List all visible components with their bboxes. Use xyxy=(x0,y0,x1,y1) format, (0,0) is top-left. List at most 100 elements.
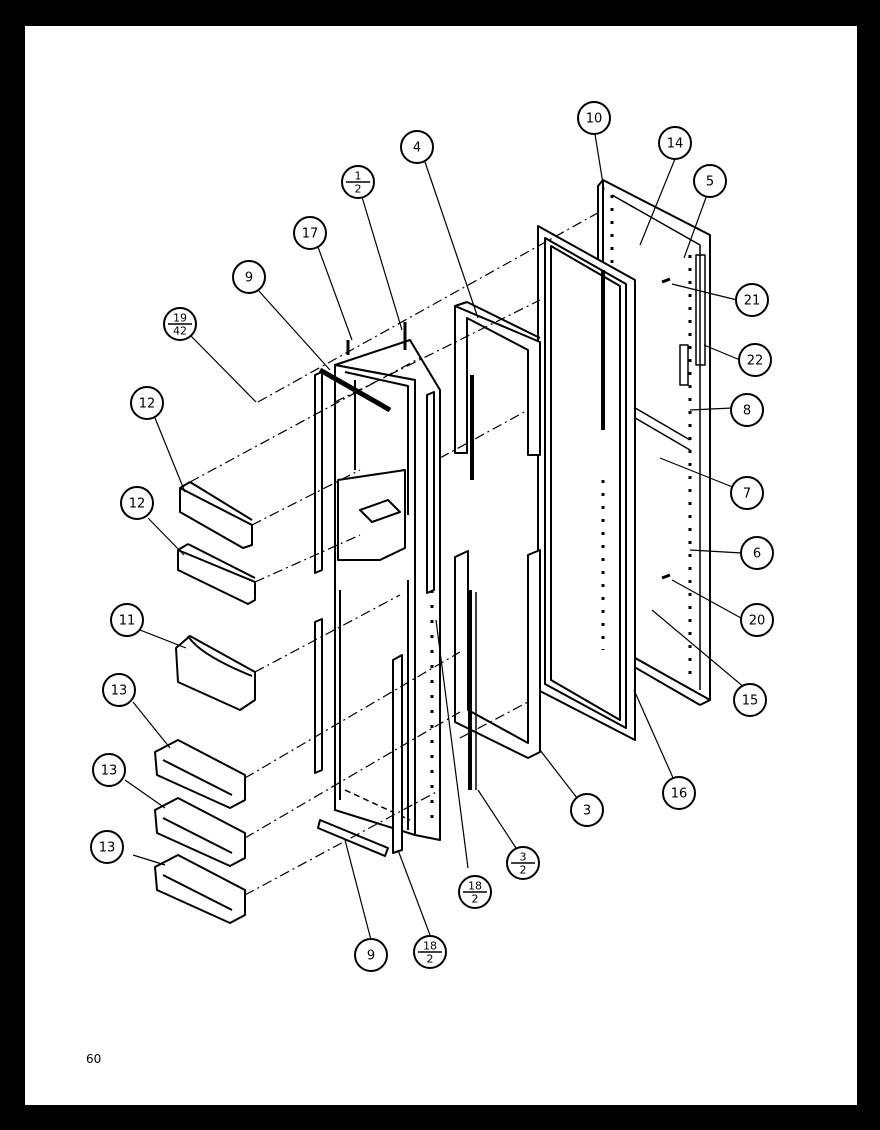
callout-denominator: 2 xyxy=(355,183,362,196)
callout-11: 11 xyxy=(110,603,144,637)
callout-label: 13 xyxy=(101,764,118,779)
callout-label: 8 xyxy=(743,404,751,419)
callout-circle xyxy=(130,386,164,420)
door-bin-13a xyxy=(154,739,246,809)
door-bin-12a xyxy=(179,481,253,549)
callout-10: 10 xyxy=(577,101,611,135)
door-bin-13b xyxy=(154,797,246,867)
callout-circle xyxy=(110,603,144,637)
assembly-lines xyxy=(189,209,604,896)
callout-3: 3 xyxy=(570,793,604,827)
callout-numerator: 19 xyxy=(173,312,187,325)
callout-circle xyxy=(662,776,696,810)
door-liner-lower xyxy=(454,549,541,790)
callout-17: 17 xyxy=(293,216,327,250)
callout-14: 14 xyxy=(658,126,692,160)
callout-circle xyxy=(400,130,434,164)
callout-circle xyxy=(730,476,764,510)
callout-6: 6 xyxy=(740,536,774,570)
callout-denominator: 2 xyxy=(472,893,479,906)
callout-circle xyxy=(293,216,327,250)
callout-circle xyxy=(102,673,136,707)
shelf-bar-top xyxy=(318,367,392,413)
callout-numerator: 18 xyxy=(468,880,482,893)
callout-label: 21 xyxy=(744,294,761,309)
callout-label: 16 xyxy=(671,787,688,802)
callout-7: 7 xyxy=(730,476,764,510)
callout-label: 17 xyxy=(302,227,319,242)
callout-numerator: 1 xyxy=(355,170,362,183)
callout-circle xyxy=(733,683,767,717)
callout-circle xyxy=(738,343,772,377)
callout-12-b: 12 xyxy=(120,486,154,520)
callout-label: 11 xyxy=(119,614,136,629)
callout-circle xyxy=(735,283,769,317)
callout-label: 12 xyxy=(139,397,156,412)
callout-denominator: 2 xyxy=(520,864,527,877)
callout-numerator: 18 xyxy=(423,940,437,953)
callout-4: 4 xyxy=(400,130,434,164)
door-bin-13c xyxy=(154,854,246,924)
callout-9-top: 9 xyxy=(232,260,266,294)
callout-label: 13 xyxy=(99,841,116,856)
leader-lines xyxy=(124,127,746,941)
callout-label: 4 xyxy=(413,141,421,156)
callout-12-a: 12 xyxy=(130,386,164,420)
inner-liner xyxy=(334,322,441,841)
callout-denominator: 2 xyxy=(427,953,434,966)
callout-circle xyxy=(232,260,266,294)
callout-label: 5 xyxy=(706,175,714,190)
callout-circle xyxy=(92,753,126,787)
callout-label: 9 xyxy=(245,271,253,286)
callout-20: 20 xyxy=(740,603,774,637)
callout-label: 14 xyxy=(667,137,684,152)
callout-16: 16 xyxy=(662,776,696,810)
callout-label: 12 xyxy=(129,497,146,512)
callout-circle xyxy=(740,603,774,637)
callout-22: 22 xyxy=(738,343,772,377)
door-bin-12b xyxy=(177,543,256,605)
callout-label: 13 xyxy=(111,684,128,699)
callout-circle xyxy=(120,486,154,520)
callout-13-a: 13 xyxy=(102,673,136,707)
callout-15: 15 xyxy=(733,683,767,717)
callout-circle xyxy=(570,793,604,827)
callout-label: 22 xyxy=(747,354,764,369)
exploded-parts-diagram: 1014541217919422122128127611201315131631… xyxy=(90,101,774,972)
callout-label: 7 xyxy=(743,487,751,502)
callout-label: 6 xyxy=(753,547,761,562)
callout-label: 3 xyxy=(583,804,591,819)
trim-strips xyxy=(314,371,435,857)
callout-circle xyxy=(577,101,611,135)
callout-circle xyxy=(354,938,388,972)
callout-13-b: 13 xyxy=(92,753,126,787)
callout-circle xyxy=(658,126,692,160)
callout-13-c: 13 xyxy=(90,830,124,864)
callout-circle xyxy=(90,830,124,864)
door-liner-upper xyxy=(454,301,541,480)
callout-circle xyxy=(730,393,764,427)
callout-18-2-b: 182 xyxy=(413,935,447,969)
callout-label: 15 xyxy=(742,694,759,709)
callout-3-2: 32 xyxy=(506,846,540,880)
callout-5: 5 xyxy=(693,164,727,198)
callout-label: 20 xyxy=(749,614,766,629)
callout-label: 9 xyxy=(367,949,375,964)
door-gasket xyxy=(537,225,636,741)
callout-21: 21 xyxy=(735,283,769,317)
callout-1-2: 12 xyxy=(341,165,375,199)
callout-9-bottom: 9 xyxy=(354,938,388,972)
door-bin-11 xyxy=(175,635,256,711)
page-number: 60 xyxy=(86,1052,102,1066)
callout-label: 10 xyxy=(586,112,603,127)
callout-denominator: 42 xyxy=(173,325,187,338)
callout-numerator: 3 xyxy=(520,851,527,864)
callout-18-2-a: 182 xyxy=(458,875,492,909)
callout-circle xyxy=(693,164,727,198)
callout-8: 8 xyxy=(730,393,764,427)
callout-circle xyxy=(740,536,774,570)
